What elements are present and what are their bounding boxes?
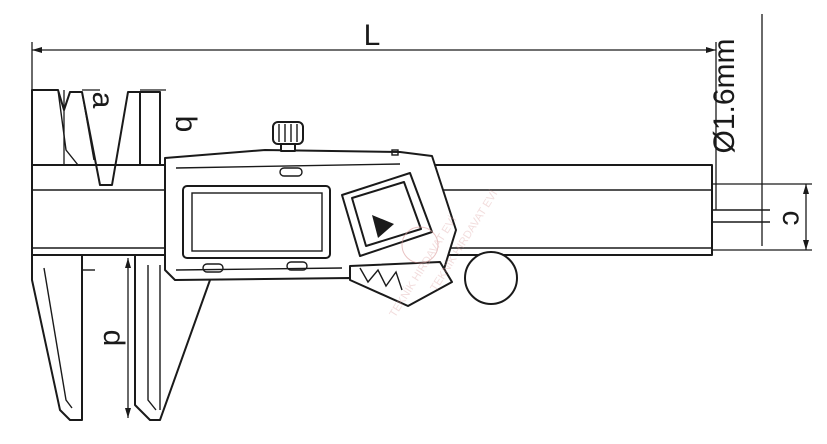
label-jaw-depth: d	[97, 330, 130, 347]
fixed-jaw	[31, 89, 141, 421]
label-length: L	[364, 19, 381, 52]
button-panel	[341, 172, 433, 257]
lcd-display	[182, 185, 331, 259]
label-inside-jaw-depth: b	[169, 116, 202, 133]
roller-wheel	[464, 251, 518, 305]
label-depth-rod-width: c	[776, 211, 809, 226]
label-depth-rod-diameter: Ø1.6mm	[708, 38, 741, 153]
depth-rod	[712, 209, 770, 223]
label-outside-jaw-depth: a	[86, 92, 119, 109]
play-triangle-icon	[372, 215, 394, 238]
lock-knob	[272, 121, 304, 152]
dimension-lines	[31, 14, 812, 418]
